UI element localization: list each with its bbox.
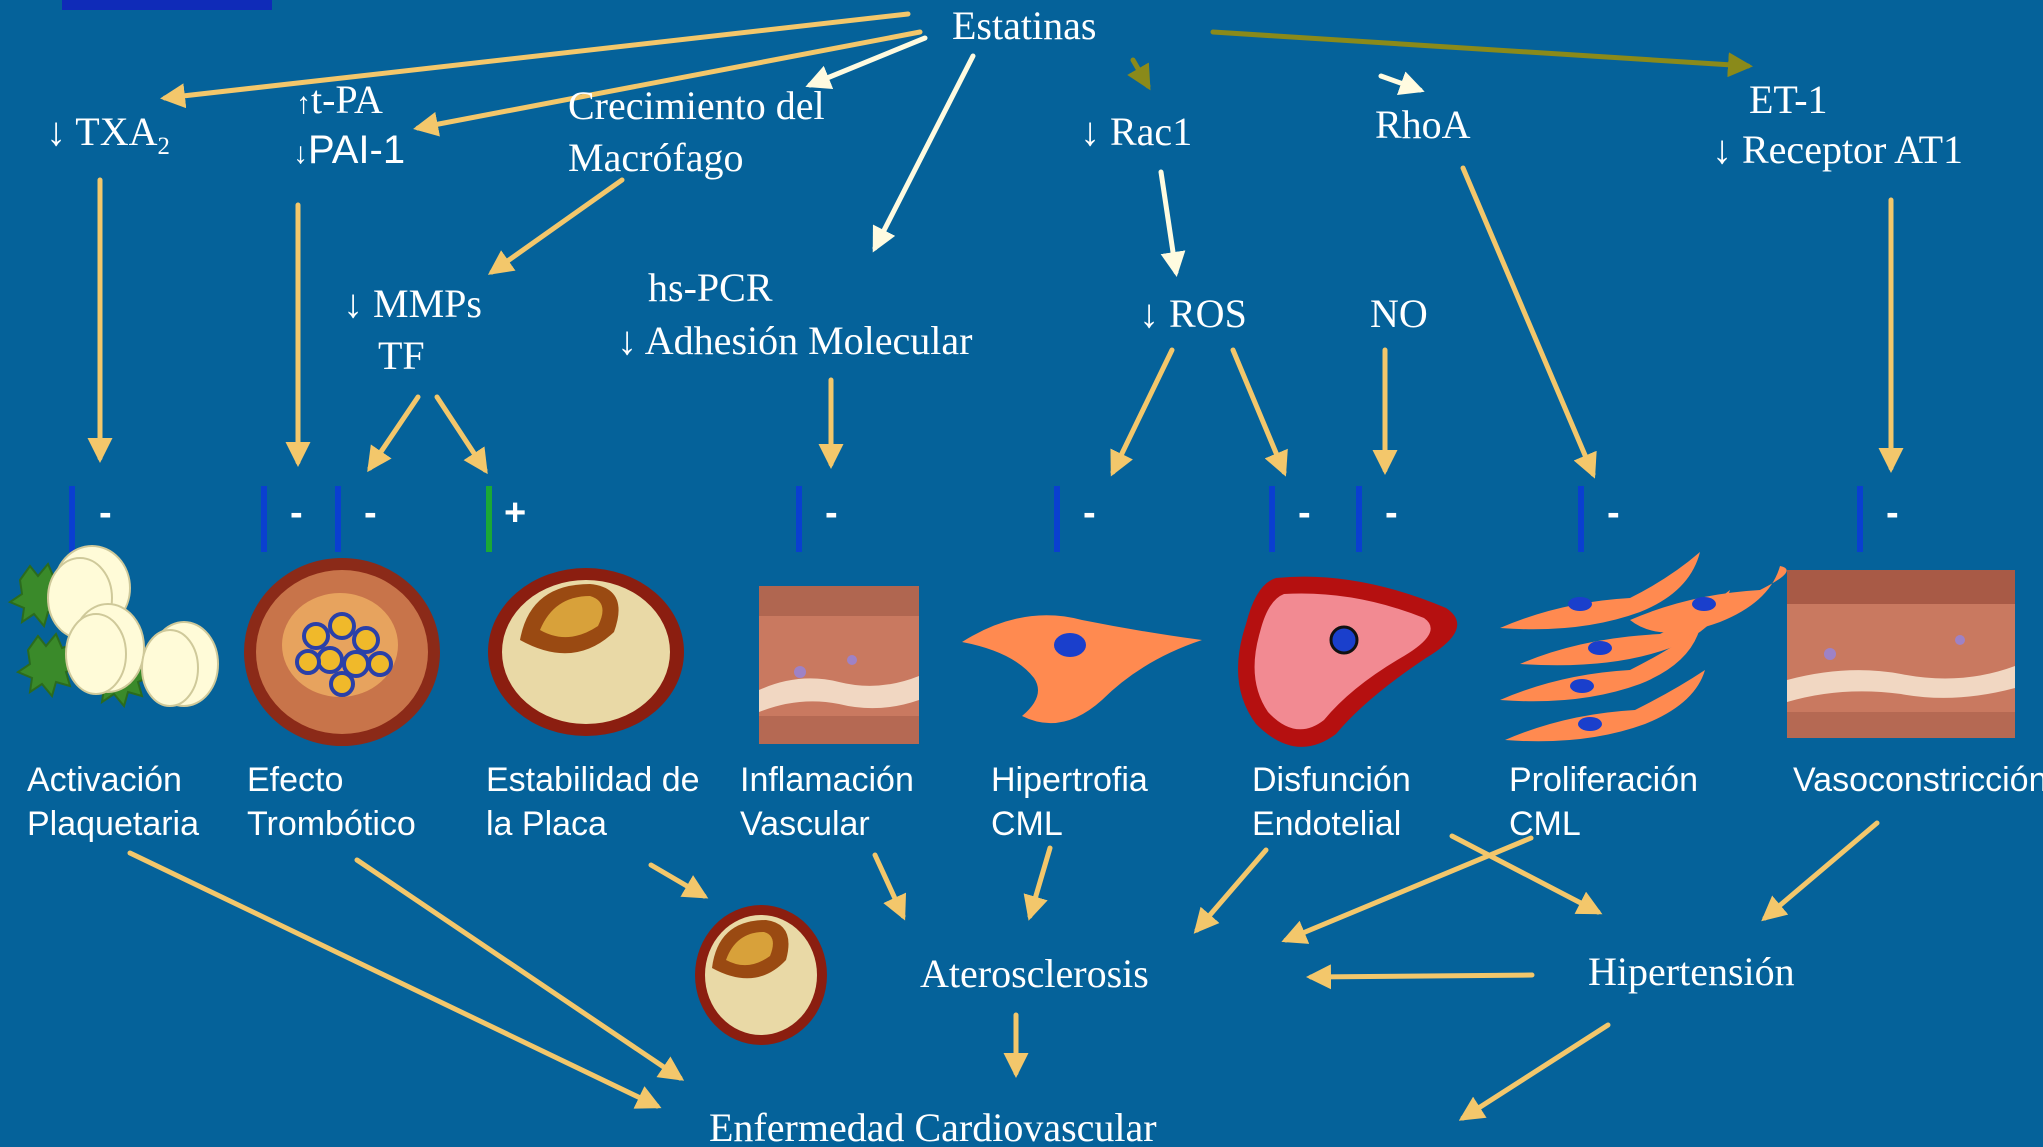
- thrombus-vessel-icon: [244, 558, 440, 746]
- effect-caption-activacion: Activación Plaquetaria: [27, 758, 199, 846]
- effect-caption-vasoconstriccion: Vasoconstricción: [1793, 758, 2043, 802]
- proliferating-cells-icon: [1500, 552, 1787, 741]
- caption-line2: la Placa: [486, 802, 700, 846]
- effect-caption-hipertrofia: Hipertrofia CML: [991, 758, 1148, 846]
- enfermedad-cardiovascular-label: Enfermedad Cardiovascular: [709, 1102, 1157, 1147]
- caption-line1: Estabilidad de: [486, 758, 700, 802]
- caption-line1: Proliferación: [1509, 758, 1698, 802]
- effect-caption-trombotico: Efecto Trombótico: [247, 758, 416, 846]
- caption-line2: Vascular: [740, 802, 914, 846]
- smooth-muscle-cell-icon: [962, 615, 1202, 723]
- caption-line2: CML: [991, 802, 1148, 846]
- constricted-vessel-icon: [1787, 570, 2015, 738]
- effect-caption-proliferacion: Proliferación CML: [1509, 758, 1698, 846]
- effect-caption-inflamacion: Inflamación Vascular: [740, 758, 914, 846]
- caption-line2: Plaquetaria: [27, 802, 199, 846]
- plaque-cross-section-icon: [488, 568, 684, 736]
- caption-line2: Endotelial: [1252, 802, 1411, 846]
- caption-line1: Vasoconstricción: [1793, 758, 2043, 802]
- caption-line1: Activación: [27, 758, 199, 802]
- caption-line1: Disfunción: [1252, 758, 1411, 802]
- vessel-wall-icon: [759, 586, 919, 744]
- effect-caption-placa: Estabilidad de la Placa: [486, 758, 700, 846]
- caption-line2: CML: [1509, 802, 1698, 846]
- effect-caption-disfuncion: Disfunción Endotelial: [1252, 758, 1411, 846]
- caption-line1: Efecto: [247, 758, 416, 802]
- platelets-icon: [10, 546, 218, 706]
- hipertension-label: Hipertensión: [1588, 946, 1795, 998]
- endothelial-cell-icon: [1238, 577, 1457, 747]
- small-plaque-icon: [695, 905, 827, 1045]
- caption-line1: Inflamación: [740, 758, 914, 802]
- caption-line1: Hipertrofia: [991, 758, 1148, 802]
- aterosclerosis-label: Aterosclerosis: [920, 948, 1149, 1000]
- caption-line2: Trombótico: [247, 802, 416, 846]
